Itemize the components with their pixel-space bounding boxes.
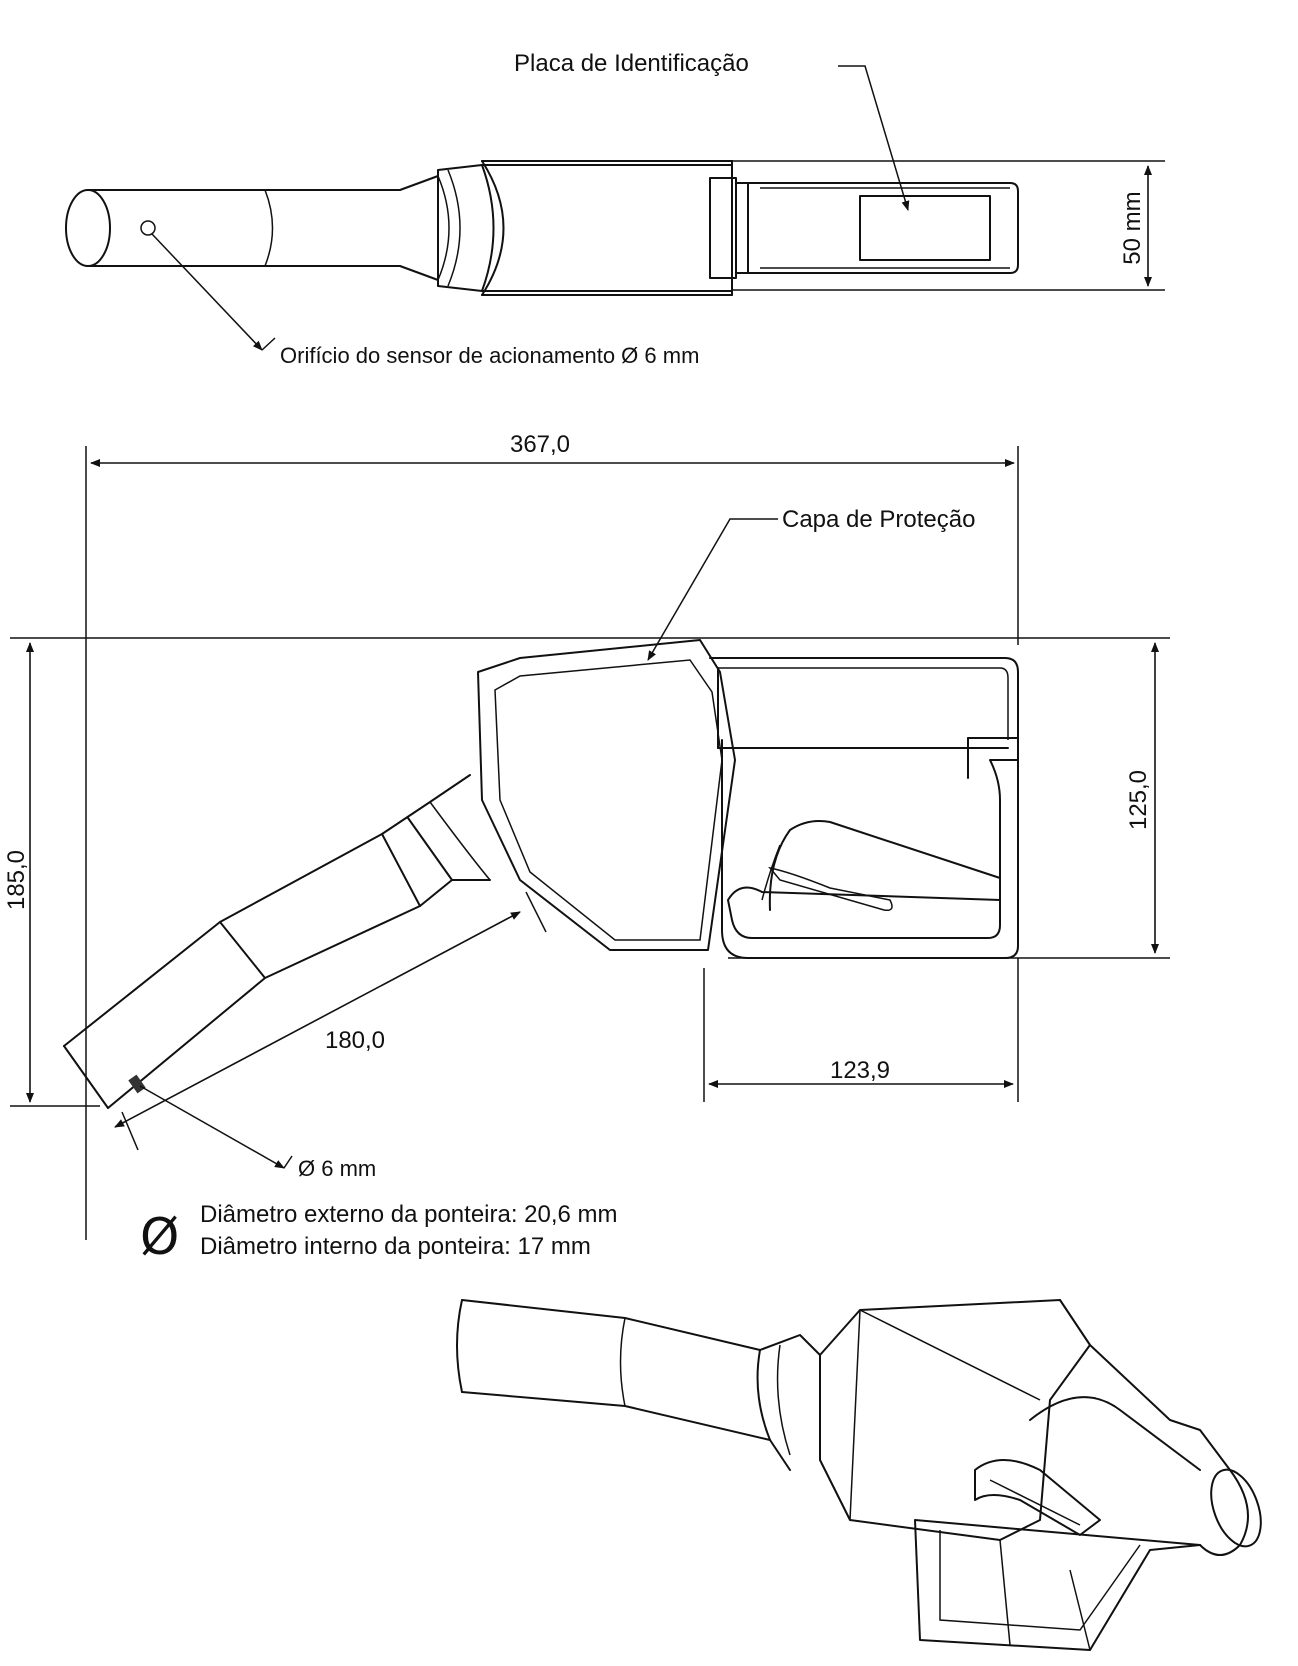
label-outer-diameter: Diâmetro externo da ponteira: 20,6 mm — [200, 1201, 618, 1228]
spout-hole-marker — [128, 1074, 146, 1094]
diameter-symbol-icon: Ø — [140, 1208, 179, 1266]
label-overall-length: 367,0 — [510, 431, 570, 458]
nameplate-leader — [838, 65, 910, 211]
label-protective-cap: Capa de Proteção — [782, 506, 975, 533]
label-spout-length: 180,0 — [325, 1027, 385, 1054]
label-sensor-hole: Orifício do sensor de acionamento Ø 6 mm — [280, 343, 699, 368]
protective-cap-leader — [647, 518, 778, 661]
nameplate-rect — [859, 195, 991, 261]
label-height-top: 50 mm — [1119, 191, 1146, 264]
protective-cap-outline — [477, 639, 736, 951]
top-view — [65, 65, 1165, 351]
dimension-spout-length — [114, 911, 521, 1128]
label-inner-diameter: Diâmetro interno da ponteira: 17 mm — [200, 1233, 591, 1260]
side-view — [10, 446, 1170, 1240]
iso-cap-outline — [819, 1299, 1091, 1541]
spout-tip-ellipse — [65, 189, 111, 267]
trigger-lever — [768, 820, 1001, 911]
iso-trigger — [974, 1459, 1101, 1536]
label-handle-length: 123,9 — [830, 1057, 890, 1084]
label-nameplate: Placa de Identificação — [514, 50, 749, 77]
label-body-height: 125,0 — [1125, 770, 1152, 830]
sensor-hole-leader — [151, 233, 263, 351]
spout-hole-leader — [139, 1085, 285, 1169]
isometric-view — [456, 1299, 1262, 1651]
label-spout-hole: Ø 6 mm — [298, 1156, 376, 1181]
label-overall-height: 185,0 — [3, 850, 30, 910]
sensor-hole-marker — [140, 220, 156, 236]
handle-frame — [709, 657, 1019, 959]
